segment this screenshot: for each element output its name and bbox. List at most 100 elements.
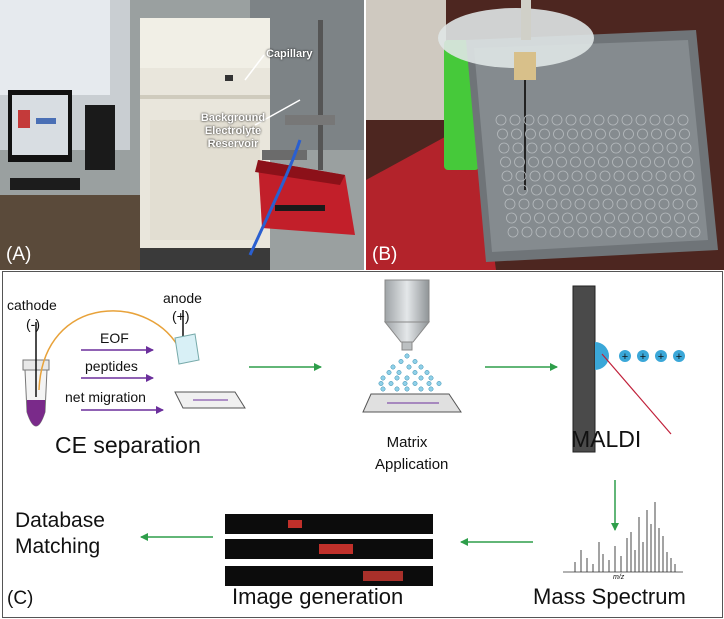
spray-droplet [394,375,400,381]
plate-well [680,142,692,154]
plate-well [612,156,623,168]
ion-series: ++++ [619,350,685,363]
plate-well [598,156,609,168]
plate-well [548,212,559,224]
plate-well [500,156,511,168]
database-matching-label: Database Matching [15,508,105,560]
matrix-application-label: Matrix Application [375,432,449,476]
spray-droplet [390,364,396,370]
ion-charge-sign: + [640,351,646,363]
matrix-label-line2: Application [375,456,449,473]
mz-axis-label: m/z [613,574,625,581]
plate-well [591,226,603,238]
image-generation-label: Image generation [232,584,404,609]
plate-well [602,198,614,210]
plate-well [688,212,699,224]
plate-well [517,184,528,196]
plate-well [623,128,634,140]
plate-well [521,226,533,238]
plate-well [609,128,620,140]
plate-well [573,184,584,196]
spray-droplet [428,386,434,392]
plate-well [495,114,507,126]
plate-well [535,226,547,238]
plate-well [641,170,653,182]
plate-well [668,156,679,168]
eof-label: EOF [100,330,129,346]
plate-well [689,226,701,238]
plate-well [624,142,636,154]
plate-well [647,226,659,238]
cathode-label: cathode [7,297,57,313]
peptides-label: peptides [85,358,138,374]
plate-well [638,142,650,154]
spray-droplet [380,386,386,392]
spray-droplet [436,381,442,386]
plate-well [619,226,631,238]
plate-well [658,198,670,210]
plate-well [677,114,689,126]
plate-well [553,128,564,140]
plate-well [579,114,591,126]
plate-well [532,198,544,210]
plate-well [657,184,668,196]
photo-b-spotting-plate: (B) [366,0,724,270]
spray-droplet [418,364,424,370]
plate-well [514,156,525,168]
plate-well [559,184,570,196]
plate-well [506,212,517,224]
plate-well [663,114,675,126]
matrix-label-line1: Matrix [386,434,428,451]
spray-droplet [388,381,394,386]
plate-well [643,184,654,196]
plate-well [560,198,572,210]
spray-droplet [404,353,410,359]
ion-icon [637,350,649,362]
matrix-spray-droplets [378,353,442,392]
plate-well [613,170,625,182]
photo-b-illustration [366,0,724,270]
plate-well [637,128,648,140]
plate-well [654,156,665,168]
spray-droplet [380,375,386,381]
ion-icon [619,350,631,362]
plate-well [618,212,629,224]
plate-well [542,156,553,168]
plate-well [543,170,555,182]
image-strip-1 [225,514,433,534]
ion-icon [655,350,667,362]
plate-well [540,142,552,154]
ion-charge-sign: + [658,351,664,363]
plate-well [615,184,626,196]
plate-well [660,212,671,224]
plate-well [593,114,605,126]
plate-well [666,142,678,154]
plate-well [503,184,514,196]
plate-well [574,198,586,210]
plate-well [531,184,542,196]
spray-droplet [406,364,412,370]
plate-well [545,184,556,196]
mass-spectrum-plot [563,502,683,573]
plate-well [585,170,597,182]
spray-droplet [424,370,430,375]
spray-droplet [418,375,424,381]
plate-well [661,226,673,238]
plate-well [596,142,608,154]
plate-well [504,198,516,210]
plate-well [507,226,519,238]
callout-reservoir-line3: Reservoir [207,138,259,150]
plate-well [539,128,550,140]
image-strips [225,514,433,586]
plate-well [599,170,611,182]
plate-well [549,226,561,238]
plate-well [679,128,690,140]
anode-sign: (+) [172,308,190,324]
spray-droplet [412,359,418,364]
ion-icon [673,350,685,362]
plate-well [604,212,615,224]
database-label-line1: Database [15,509,105,532]
panel-a-label: (A) [6,244,32,265]
plate-well [498,142,510,154]
plate-well [629,184,640,196]
